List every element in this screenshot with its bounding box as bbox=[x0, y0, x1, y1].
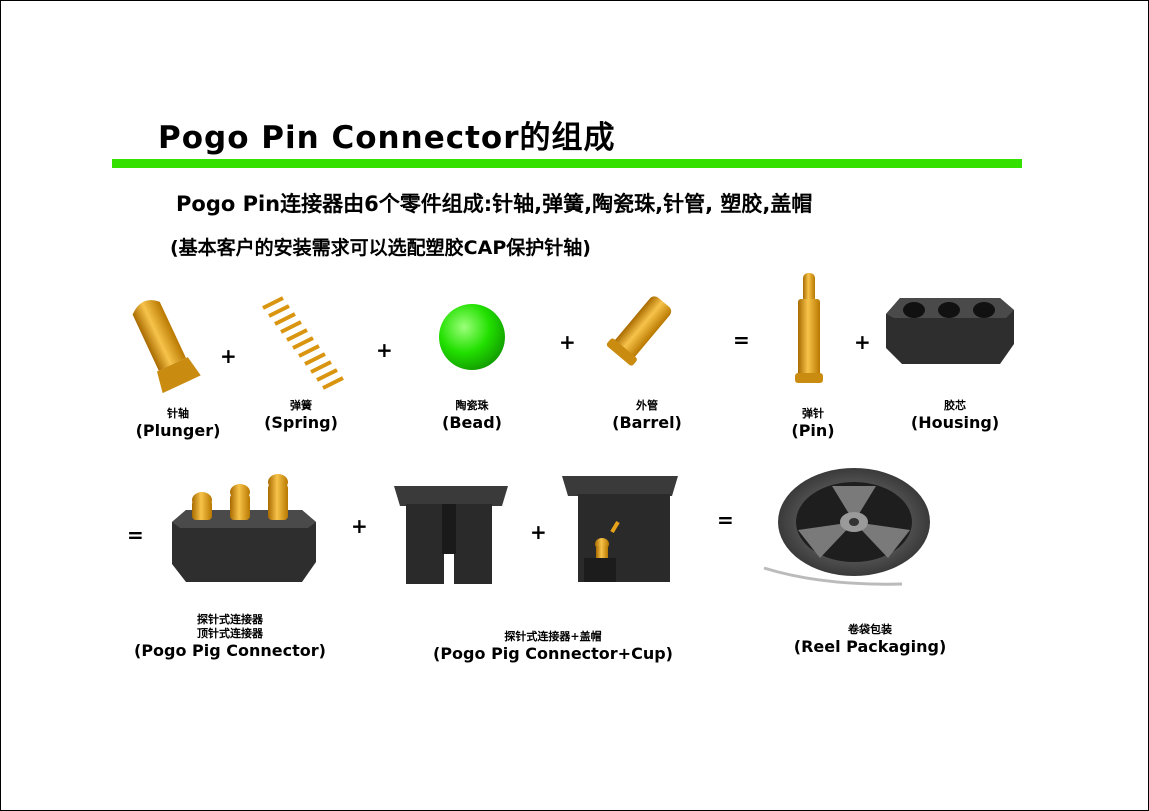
connector-with-cup-image bbox=[562, 476, 678, 582]
equals-operator: = bbox=[127, 523, 144, 547]
plus-operator: + bbox=[351, 514, 368, 538]
slide-title: Pogo Pin Connector的组成 bbox=[158, 120, 616, 156]
spring-label: 弹簧 (Spring) bbox=[251, 399, 351, 433]
plunger-label-en: (Plunger) bbox=[135, 421, 221, 440]
reel-image bbox=[763, 468, 930, 586]
barrel-image bbox=[606, 296, 672, 366]
spring-image bbox=[262, 296, 344, 390]
plus-operator: + bbox=[530, 520, 547, 544]
pin-label: 弹针 (Pin) bbox=[768, 407, 858, 441]
housing-label-en: (Housing) bbox=[910, 413, 1000, 432]
cap-image bbox=[394, 486, 508, 584]
bead-label: 陶瓷珠 (Bead) bbox=[422, 399, 522, 433]
pin-image bbox=[795, 273, 823, 383]
housing-label: 胶芯 (Housing) bbox=[900, 399, 1010, 433]
bead-image bbox=[439, 304, 505, 370]
connector-cup-label: 探针式连接器+盖帽 (Pogo Pig Connector+Cup) bbox=[418, 630, 688, 664]
pogo-connector-label-en: (Pogo Pig Connector) bbox=[134, 641, 326, 660]
pin-label-cn: 弹针 bbox=[802, 407, 824, 420]
barrel-label: 外管 (Barrel) bbox=[597, 399, 697, 433]
connector-cup-label-cn: 探针式连接器+盖帽 bbox=[504, 630, 602, 643]
intro-line-1: Pogo Pin连接器由6个零件组成:针轴,弹簧,陶瓷珠,针管, 塑胶,盖帽 bbox=[176, 192, 813, 216]
plunger-image bbox=[132, 300, 201, 394]
spring-label-en: (Spring) bbox=[264, 413, 338, 432]
connector-cup-label-en: (Pogo Pig Connector+Cup) bbox=[433, 644, 673, 663]
plus-operator: + bbox=[376, 338, 393, 362]
reel-label-en: (Reel Packaging) bbox=[793, 637, 947, 656]
pogo-connector-label: 探针式连接器 顶针式连接器 (Pogo Pig Connector) bbox=[120, 613, 340, 661]
title-underline bbox=[112, 159, 1022, 168]
equals-operator: = bbox=[733, 328, 750, 352]
equals-operator: = bbox=[717, 508, 734, 532]
reel-label: 卷袋包装 (Reel Packaging) bbox=[780, 623, 960, 657]
bead-label-cn: 陶瓷珠 bbox=[455, 399, 489, 412]
pogo-connector-label-cn-1: 探针式连接器 bbox=[197, 613, 263, 626]
pin-label-en: (Pin) bbox=[791, 421, 835, 440]
barrel-label-en: (Barrel) bbox=[612, 413, 682, 432]
bead-label-en: (Bead) bbox=[442, 413, 502, 432]
pogo-connector-image bbox=[172, 474, 316, 582]
barrel-label-cn: 外管 bbox=[636, 399, 658, 412]
plunger-label-cn: 针轴 bbox=[167, 407, 189, 420]
plus-operator: + bbox=[220, 344, 237, 368]
housing-label-cn: 胶芯 bbox=[944, 399, 966, 412]
pogo-connector-label-cn-2: 顶针式连接器 bbox=[197, 627, 263, 640]
plunger-label: 针轴 (Plunger) bbox=[128, 407, 228, 441]
plus-operator: + bbox=[854, 330, 871, 354]
intro-line-2: (基本客户的安装需求可以选配塑胶CAP保护针轴) bbox=[170, 237, 591, 259]
plus-operator: + bbox=[559, 330, 576, 354]
housing-image bbox=[886, 298, 1014, 364]
spring-label-cn: 弹簧 bbox=[290, 399, 312, 412]
reel-label-cn: 卷袋包装 bbox=[848, 623, 892, 636]
